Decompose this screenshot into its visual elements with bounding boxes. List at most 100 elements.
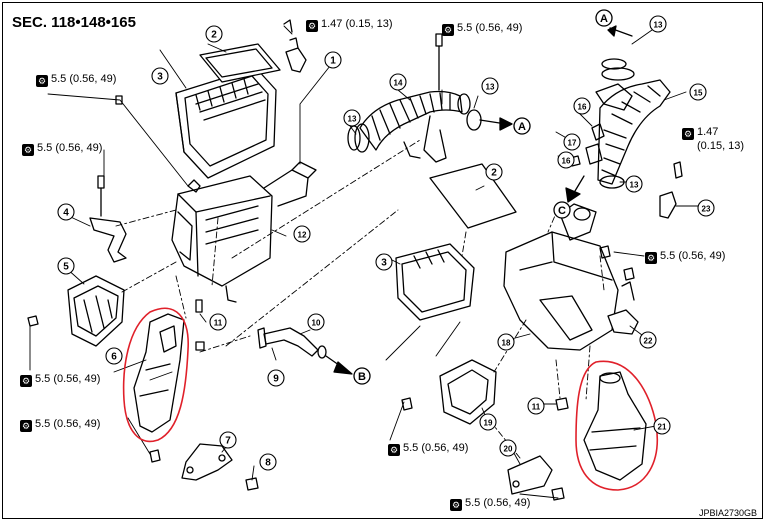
torque-wrench-icon: ⚙ <box>36 75 48 87</box>
resonator-right <box>583 371 647 481</box>
callout-22: 22 <box>639 331 657 349</box>
svg-text:16: 16 <box>578 103 587 112</box>
section-title: SEC. 118•148•165 <box>12 14 136 31</box>
svg-text:5: 5 <box>63 262 69 273</box>
svg-text:17: 17 <box>568 139 577 148</box>
callout-18: 18 <box>497 333 515 351</box>
svg-text:4: 4 <box>63 208 69 219</box>
callout-13: 13 <box>625 175 643 193</box>
svg-text:9: 9 <box>273 374 279 385</box>
bolt <box>27 95 205 351</box>
air-cleaner-case-left <box>171 175 273 303</box>
svg-text:C: C <box>558 205 566 217</box>
reference-letter-B: B <box>353 367 371 385</box>
callout-7: 7 <box>219 431 237 449</box>
air-duct-resonator-left <box>67 275 125 347</box>
callout-8: 8 <box>259 453 277 471</box>
torque-wrench-icon: ⚙ <box>682 128 694 140</box>
torque-label: ⚙5.5 (0.56, 49) <box>450 497 531 511</box>
callout-9: 9 <box>267 369 285 387</box>
callout-4: 4 <box>57 203 75 221</box>
callout-3: 3 <box>151 67 169 85</box>
mass-air-flow-sensor <box>283 19 307 73</box>
torque-label: ⚙5.5 (0.56, 49) <box>20 418 101 432</box>
svg-text:21: 21 <box>658 423 667 432</box>
air-intake-hose-right <box>595 67 671 185</box>
svg-text:11: 11 <box>214 319 223 328</box>
callout-5: 5 <box>57 257 75 275</box>
torque-wrench-icon: ⚙ <box>450 499 462 511</box>
callout-13: 13 <box>343 109 361 127</box>
torque-wrench-icon: ⚙ <box>22 144 34 156</box>
clip <box>245 477 259 491</box>
svg-text:22: 22 <box>644 337 653 346</box>
torque-wrench-icon: ⚙ <box>388 444 400 456</box>
figure-code: JPBIA2730GB <box>698 508 757 518</box>
torque-label: ⚙1.47 (0.15, 13) <box>306 18 393 32</box>
callout-17: 17 <box>563 133 581 151</box>
svg-text:13: 13 <box>348 115 357 124</box>
callout-16: 16 <box>557 151 575 169</box>
callout-19: 19 <box>479 413 497 431</box>
svg-text:3: 3 <box>381 258 387 269</box>
svg-text:2: 2 <box>211 30 217 41</box>
svg-text:13: 13 <box>654 21 663 30</box>
svg-text:16: 16 <box>562 157 571 166</box>
callout-2: 2 <box>485 163 503 181</box>
sensor-right <box>659 161 683 219</box>
air-intake-hose <box>354 90 471 163</box>
air-inlet-duct-left <box>263 161 317 207</box>
reference-letter-layer: A A B C <box>353 9 613 385</box>
bolt <box>435 33 443 91</box>
torque-wrench-icon: ⚙ <box>20 375 32 387</box>
bolt <box>149 449 161 463</box>
air-filter-frame-right <box>395 243 475 321</box>
callout-13: 13 <box>649 15 667 33</box>
svg-text:B: B <box>358 371 366 383</box>
reference-letter-A: A <box>513 117 531 135</box>
svg-text:15: 15 <box>694 89 703 98</box>
svg-text:2: 2 <box>491 168 497 179</box>
air-filter-element-left <box>175 67 277 179</box>
callout-6: 6 <box>105 347 123 365</box>
small-hose <box>257 327 327 359</box>
svg-text:18: 18 <box>502 339 511 348</box>
callout-21: 21 <box>653 417 671 435</box>
reference-letter-A: A <box>595 9 613 27</box>
torque-label: ⚙5.5 (0.56, 49) <box>388 442 469 456</box>
callout-layer: 1234567891011121313142313151616171323221… <box>57 15 715 471</box>
air-cleaner-cover <box>199 43 281 83</box>
svg-text:14: 14 <box>394 79 403 88</box>
svg-text:8: 8 <box>265 458 271 469</box>
svg-text:19: 19 <box>484 419 493 428</box>
svg-text:A: A <box>518 121 526 133</box>
callout-15: 15 <box>689 83 707 101</box>
mounting-bracket-right <box>607 281 639 335</box>
mounting-bracket <box>89 217 127 263</box>
svg-text:12: 12 <box>298 231 307 240</box>
torque-label: ⚙5.5 (0.56, 49) <box>442 22 523 36</box>
callout-16: 16 <box>573 97 591 115</box>
svg-text:7: 7 <box>225 436 231 447</box>
svg-text:1: 1 <box>330 56 336 67</box>
callout-2: 2 <box>205 25 223 43</box>
callout-10: 10 <box>307 313 325 331</box>
callout-20: 20 <box>499 439 517 457</box>
callout-11: 11 <box>209 313 227 331</box>
resonator-left <box>133 313 185 433</box>
svg-text:A: A <box>600 13 608 25</box>
air-cleaner-case-right <box>503 203 619 351</box>
svg-text:3: 3 <box>157 72 163 83</box>
torque-wrench-icon: ⚙ <box>645 252 657 264</box>
callout-1: 1 <box>324 51 342 69</box>
callout-11: 11 <box>527 397 545 415</box>
svg-text:10: 10 <box>312 319 321 328</box>
reference-arrows <box>325 25 633 375</box>
svg-text:13: 13 <box>630 181 639 190</box>
svg-text:20: 20 <box>504 445 513 454</box>
callout-3: 3 <box>375 253 393 271</box>
callout-12: 12 <box>293 225 311 243</box>
